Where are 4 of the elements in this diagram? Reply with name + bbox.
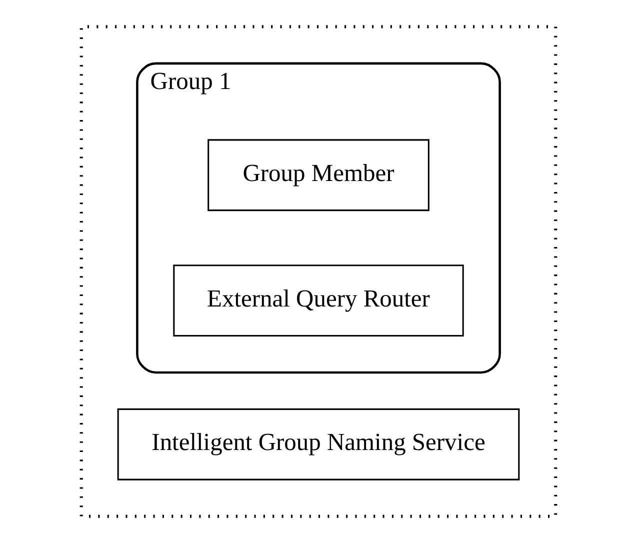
node-box: Group Member xyxy=(207,139,429,212)
node-box: Intelligent Group Naming Service xyxy=(116,408,520,480)
node-box: External Query Router xyxy=(172,264,464,337)
cluster xyxy=(79,25,557,518)
